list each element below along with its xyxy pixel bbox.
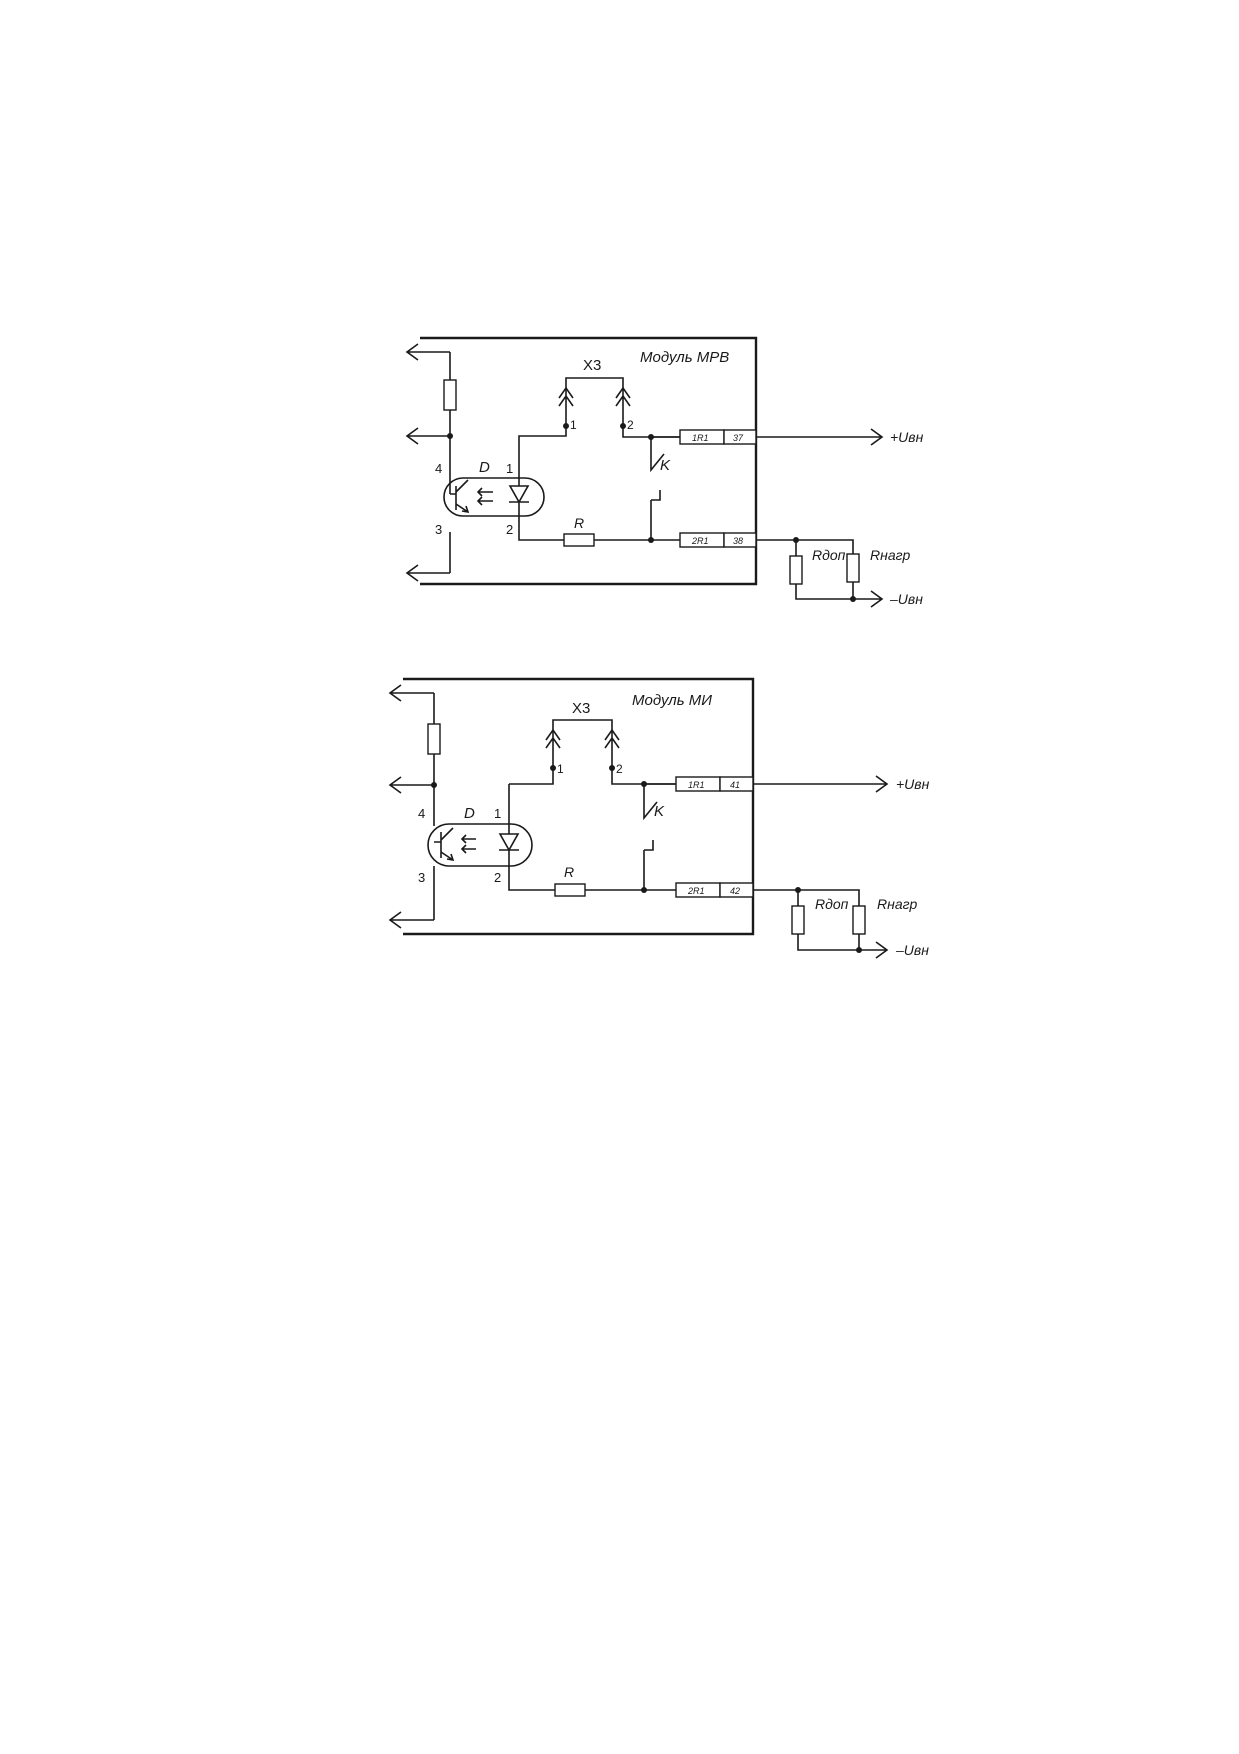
x3-pin-1-dot — [550, 765, 556, 771]
circuit-diagram-mrv: Модуль МРВ 4 3 D 1 2 R — [405, 336, 924, 608]
wire-led-to-x3 — [509, 768, 554, 785]
terminal-block-2 — [679, 532, 757, 548]
led-pin-2-label: 2 — [506, 522, 513, 537]
pin-4-label: 4 — [435, 461, 442, 476]
optocoupler — [443, 466, 545, 517]
minus-supply-label: –Uвн — [895, 942, 929, 958]
terminal-2-right-label: 42 — [730, 886, 740, 896]
terminal-1-right-label: 41 — [730, 780, 740, 790]
module-label: Модуль МРВ — [640, 349, 729, 366]
resistor-r-add — [791, 905, 805, 935]
x3-pin-1-label: 1 — [570, 418, 577, 432]
plus-supply-arrow — [756, 428, 884, 446]
wire-led-to-r — [518, 516, 651, 541]
left-output-arrows — [388, 684, 434, 929]
plus-supply-arrow — [753, 775, 889, 793]
connector-label: X3 — [572, 700, 590, 717]
terminal-1-right-label: 37 — [733, 433, 744, 443]
terminal-block-1 — [675, 776, 754, 792]
x3-pin-1-label: 1 — [557, 762, 564, 776]
resistor-r — [563, 533, 595, 547]
wire-led-to-r — [508, 866, 644, 891]
junction-dot — [856, 947, 862, 953]
pullup-resistor — [427, 723, 441, 755]
optocoupler — [427, 784, 533, 867]
connector-x3 — [545, 719, 620, 768]
r-load-label: Rнагр — [870, 547, 911, 563]
terminal-2-right-label: 38 — [733, 536, 743, 546]
terminal-block-2 — [675, 882, 754, 898]
resistor-r-load — [852, 905, 866, 935]
led-pin-1-label: 1 — [506, 461, 513, 476]
resistor-r-load — [846, 553, 860, 583]
optocoupler-label: D — [464, 805, 475, 822]
load-wiring — [756, 539, 884, 608]
resistor-r-add — [789, 555, 803, 585]
x3-pin-2-label: 2 — [616, 762, 623, 776]
module-frame — [403, 677, 755, 936]
plus-supply-label: +Uвн — [896, 776, 930, 792]
module-label: Модуль МИ — [632, 692, 712, 709]
contact-k-label: K — [654, 803, 665, 820]
junction-dot — [850, 596, 856, 602]
terminal-feed — [651, 436, 680, 541]
junction-dot — [793, 537, 799, 543]
pullup-resistor — [443, 379, 457, 411]
r-load-label: Rнагр — [877, 896, 918, 912]
resistor-r — [554, 883, 586, 897]
pin-3-label: 3 — [435, 522, 442, 537]
terminal-2-left-label: 2R1 — [687, 886, 705, 896]
connector-label: X3 — [583, 357, 601, 374]
module-frame — [420, 336, 758, 586]
pin-4-label: 4 — [418, 806, 425, 821]
r-add-label: Rдоп — [812, 547, 846, 563]
junction-dot — [431, 782, 437, 788]
junction-dot — [447, 433, 453, 439]
optocoupler-body — [443, 477, 545, 517]
pin-3-label: 3 — [418, 870, 425, 885]
circuit-diagram-mi: Модуль МИ 4 3 D 1 2 R X3 — [388, 677, 930, 959]
load-wiring — [753, 889, 889, 959]
contact-k — [650, 437, 665, 540]
resistor-r-label: R — [574, 515, 584, 531]
contact-k — [643, 784, 658, 890]
terminal-1-left-label: 1R1 — [692, 433, 709, 443]
contact-k-label: K — [660, 457, 671, 474]
optocoupler-body — [427, 823, 533, 867]
minus-supply-label: –Uвн — [889, 591, 923, 607]
x3-pin-1-dot — [563, 423, 569, 429]
r-add-label: Rдоп — [815, 896, 849, 912]
left-output-arrows — [405, 343, 450, 582]
terminal-1-left-label: 1R1 — [688, 780, 705, 790]
junction-dot — [795, 887, 801, 893]
led-pin-2-label: 2 — [494, 870, 501, 885]
terminal-2-left-label: 2R1 — [691, 536, 709, 546]
optocoupler-label: D — [479, 459, 490, 476]
terminal-feed — [644, 783, 676, 891]
plus-supply-label: +Uвн — [890, 429, 924, 445]
connector-x3 — [558, 377, 631, 426]
resistor-r-label: R — [564, 864, 574, 880]
led-pin-1-label: 1 — [494, 806, 501, 821]
x3-pin-2-label: 2 — [627, 418, 634, 432]
wire-led-to-x3 — [518, 426, 567, 466]
